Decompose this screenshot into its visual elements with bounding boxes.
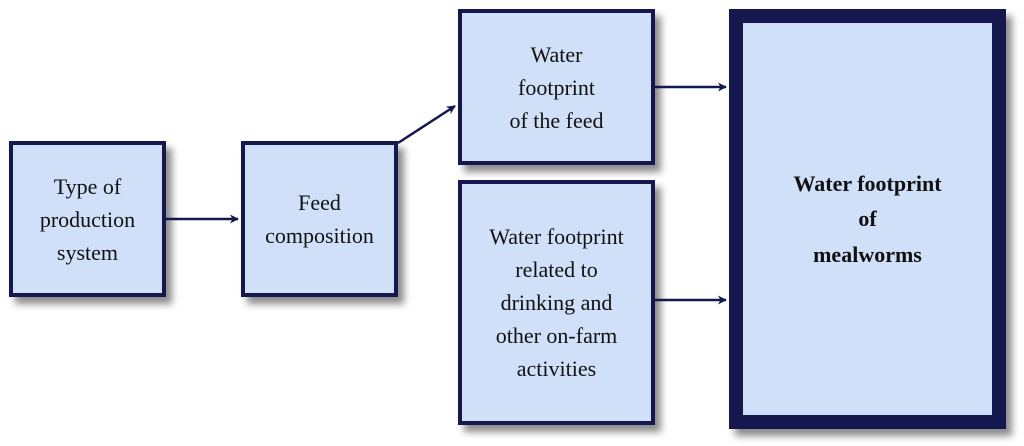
node-feed-composition: Feed composition — [241, 141, 398, 297]
node-water-footprint-mealworms-label: Water footprint of mealworms — [793, 171, 942, 267]
node-water-footprint-feed-label: Water footprint of the feed — [509, 41, 604, 133]
node-production-system: Type of production system — [9, 141, 166, 297]
node-water-footprint-mealworms: Water footprint of mealworms — [729, 9, 1006, 429]
node-production-system-label: Type of production system — [39, 173, 136, 265]
node-water-footprint-drinking: Water footprint related to drinking and … — [458, 180, 655, 425]
node-water-footprint-feed: Water footprint of the feed — [458, 9, 655, 165]
node-feed-composition-label: Feed composition — [265, 190, 374, 248]
arrow-feed-to-wf-feed — [397, 104, 456, 145]
node-water-footprint-drinking-label: Water footprint related to drinking and … — [489, 224, 624, 381]
